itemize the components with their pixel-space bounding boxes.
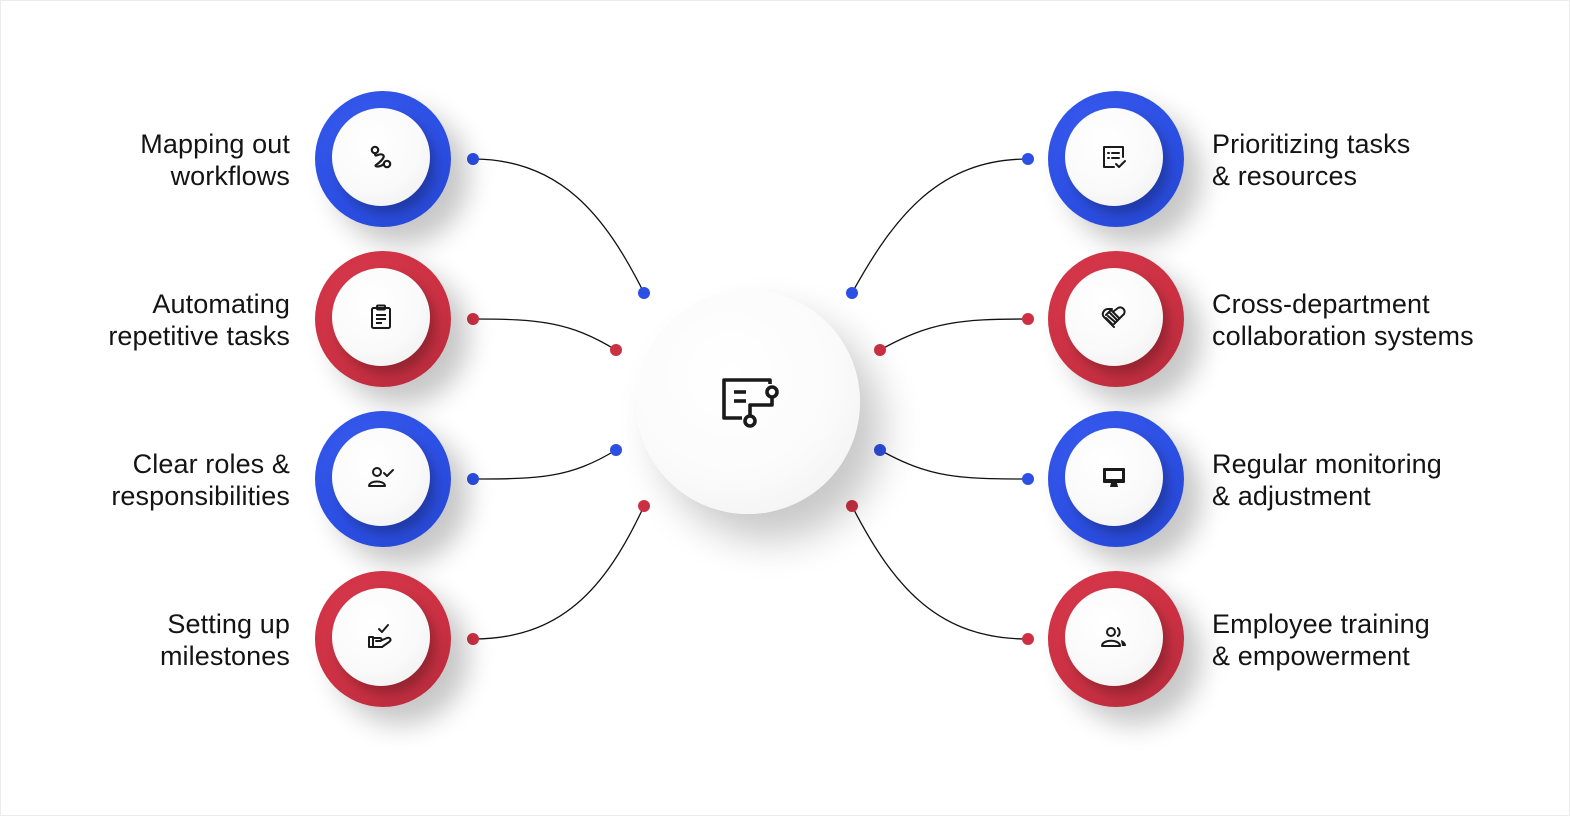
- label-line: workflows: [170, 161, 290, 191]
- node-regular-monitoring: [1048, 411, 1184, 547]
- label-line: & resources: [1212, 161, 1358, 191]
- connector-left-2: [472, 318, 617, 351]
- node-inner: [332, 428, 430, 526]
- checklist-icon: [1103, 146, 1126, 168]
- label-line: Employee training: [1212, 609, 1430, 639]
- dot-right-3-outer: [1022, 473, 1034, 485]
- node-automating-tasks: [315, 251, 451, 387]
- dot-right-2-inner: [874, 344, 886, 356]
- label-line: responsibilities: [111, 481, 290, 511]
- label-line: Prioritizing tasks: [1212, 129, 1411, 159]
- connector-right-1: [851, 158, 1029, 294]
- users-icon: [1101, 627, 1126, 647]
- node-mapping-workflows: [315, 91, 451, 227]
- dot-right-1-inner: [846, 287, 858, 299]
- node-inner: [1065, 268, 1163, 366]
- handshake-icon: [1101, 306, 1126, 328]
- dot-right-1-outer: [1022, 153, 1034, 165]
- connector-right-4: [851, 505, 1029, 640]
- connector-right-2: [879, 318, 1029, 351]
- dot-left-1-outer: [467, 153, 479, 165]
- node-inner: [332, 268, 430, 366]
- label-line: & adjustment: [1212, 481, 1371, 511]
- node-inner: [1065, 108, 1163, 206]
- label-line: Regular monitoring: [1212, 449, 1442, 479]
- connector-left-3: [472, 449, 617, 480]
- node-prioritizing-tasks: [1048, 91, 1184, 227]
- connector-left-1: [472, 158, 645, 294]
- label-line: Mapping out: [140, 129, 290, 159]
- node-inner: [332, 588, 430, 686]
- workflow-document-icon: [722, 378, 779, 428]
- node-inner: [1065, 428, 1163, 526]
- label-mapping-workflows: Mapping out workflows: [140, 128, 290, 192]
- node-milestones: [315, 571, 451, 707]
- label-employee-training: Employee training & empowerment: [1212, 608, 1430, 672]
- node-cross-department: [1048, 251, 1184, 387]
- label-automating-tasks: Automating repetitive tasks: [108, 288, 290, 352]
- dot-left-4-outer: [467, 633, 479, 645]
- node-inner: [332, 108, 430, 206]
- connector-left-4: [472, 505, 645, 640]
- label-line: milestones: [159, 641, 290, 671]
- clipboard-icon: [371, 304, 391, 329]
- hand-check-icon: [368, 624, 392, 648]
- center-hub: [636, 290, 860, 514]
- label-line: Setting up: [167, 609, 290, 639]
- dot-left-3-outer: [467, 473, 479, 485]
- label-line: Cross-department: [1212, 289, 1430, 319]
- dot-left-4-inner: [638, 500, 650, 512]
- user-check-icon: [368, 467, 394, 487]
- connector-right-3: [879, 449, 1029, 480]
- label-line: collaboration systems: [1212, 321, 1474, 351]
- dot-right-3-inner: [874, 444, 886, 456]
- dot-left-3-inner: [610, 444, 622, 456]
- dot-left-1-inner: [638, 287, 650, 299]
- label-cross-department: Cross-department collaboration systems: [1212, 288, 1474, 352]
- label-regular-monitoring: Regular monitoring & adjustment: [1212, 448, 1442, 512]
- node-employee-training: [1048, 571, 1184, 707]
- node-clear-roles: [315, 411, 451, 547]
- route-icon: [370, 145, 392, 169]
- dot-right-4-outer: [1022, 633, 1034, 645]
- monitor-icon: [1103, 468, 1125, 487]
- label-line: & empowerment: [1212, 641, 1410, 671]
- label-milestones: Setting up milestones: [160, 608, 290, 672]
- dot-left-2-inner: [610, 344, 622, 356]
- dot-right-2-outer: [1022, 313, 1034, 325]
- dot-right-4-inner: [846, 500, 858, 512]
- label-line: repetitive tasks: [108, 321, 290, 351]
- dot-left-2-outer: [467, 313, 479, 325]
- label-prioritizing-tasks: Prioritizing tasks & resources: [1212, 128, 1410, 192]
- node-inner: [1065, 588, 1163, 686]
- label-line: Automating: [152, 289, 290, 319]
- label-clear-roles: Clear roles & responsibilities: [111, 448, 290, 512]
- label-line: Clear roles &: [132, 449, 290, 479]
